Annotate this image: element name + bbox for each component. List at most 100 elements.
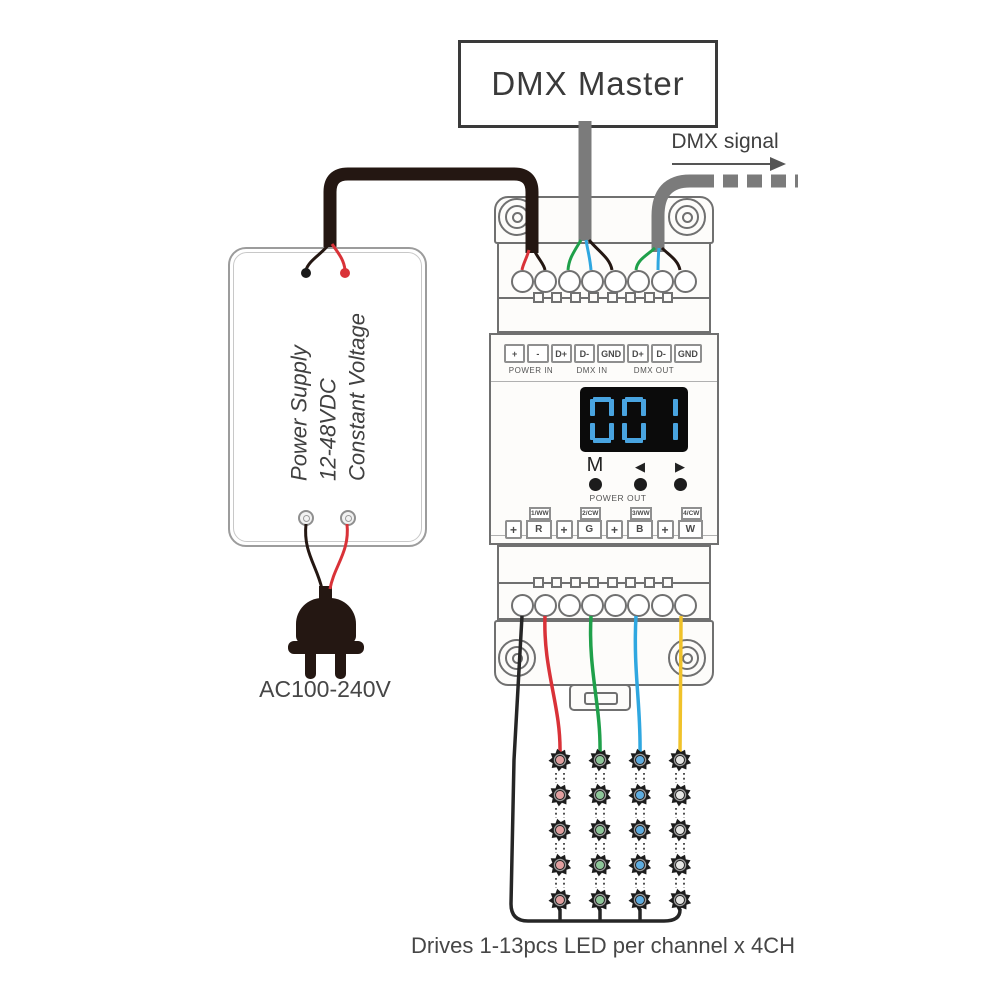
terminal-screw-port <box>643 577 655 588</box>
terminal-hole <box>604 270 628 293</box>
led-star-channel-B <box>628 748 652 772</box>
din-rail-clip <box>569 684 631 711</box>
led-star-channel-R <box>548 748 572 772</box>
terminal-hole <box>511 270 534 293</box>
led-star-channel-R <box>548 853 572 877</box>
channel-letter-label: B <box>627 520 653 539</box>
terminal-hole <box>534 594 558 617</box>
terminal-rail-line <box>499 297 709 299</box>
terminal-hole <box>580 594 604 617</box>
ac-plug-prong <box>305 653 316 679</box>
display-digit <box>622 396 646 443</box>
terminal-screw-port <box>551 292 563 303</box>
terminal-hole <box>557 270 581 293</box>
terminal-screw-port <box>625 292 637 303</box>
input-terminal-label-gnd: GND <box>597 344 626 363</box>
power-out-label: POWER OUT <box>589 493 647 503</box>
led-star-channel-R <box>548 818 572 842</box>
terminal-screw-port <box>551 577 563 588</box>
led-star-channel-B <box>628 783 652 807</box>
channel-letter-label: W <box>677 520 703 539</box>
terminal-hole <box>604 594 628 617</box>
ac-plug-flange <box>288 641 364 654</box>
input-terminal-label--: - <box>527 344 549 363</box>
terminal-screw-port <box>661 292 673 303</box>
terminal-hole <box>557 594 581 617</box>
decrement-button-dot <box>633 478 647 491</box>
decoder-input-terminal-block <box>497 242 711 333</box>
led-strings <box>548 748 692 912</box>
led-star-channel-W <box>668 783 692 807</box>
group-label-power-in: POWER IN <box>508 366 554 375</box>
mounting-screw-hole <box>668 198 706 236</box>
led-star-channel-W <box>668 853 692 877</box>
input-terminal-label-d-: D- <box>573 344 596 363</box>
terminal-hole <box>511 594 534 617</box>
terminal-hole <box>650 594 674 617</box>
led-star-channel-W <box>668 888 692 912</box>
terminal-hole <box>650 270 674 293</box>
group-label-dmx-in: DMX IN <box>576 366 608 375</box>
terminal-screw-port <box>625 577 637 588</box>
led-star-channel-B <box>628 888 652 912</box>
ac-plug-body <box>296 598 356 644</box>
output-plus-terminal: + <box>606 520 624 539</box>
terminal-screw-port <box>661 577 673 588</box>
terminal-hole <box>627 270 651 293</box>
group-label-dmx-out: DMX OUT <box>633 366 675 375</box>
address-display <box>580 387 688 452</box>
terminal-hole <box>673 270 697 293</box>
input-terminal-label-+: + <box>504 344 526 363</box>
dmx-master-box: DMX Master <box>458 40 718 128</box>
din-rail-clip-tab <box>584 692 618 705</box>
dmx-signal-label: DMX signal <box>671 130 779 153</box>
mode-button-label: M <box>586 454 604 476</box>
drive-capacity-note: Drives 1-13pcs LED per channel x 4CH <box>411 933 795 958</box>
section-divider <box>491 381 717 382</box>
decoder-output-terminal-block <box>497 545 711 620</box>
mounting-screw-hole <box>498 198 536 236</box>
psu-ac-screw-terminal <box>340 510 356 526</box>
psu-dc-terminal-negative <box>301 268 311 278</box>
display-digit <box>590 396 614 443</box>
led-star-channel-W <box>668 748 692 772</box>
terminal-screw-port <box>569 577 581 588</box>
input-terminal-label-gnd: GND <box>673 344 702 363</box>
terminal-screw-port <box>533 292 544 303</box>
increment-button: ▶ <box>665 459 695 491</box>
terminal-hole <box>627 594 651 617</box>
led-star-channel-B <box>628 818 652 842</box>
led-star-channel-G <box>588 853 612 877</box>
output-plus-terminal: + <box>505 520 523 539</box>
right-arrow-icon: ▶ <box>675 459 685 474</box>
terminal-hole <box>580 270 604 293</box>
channel-tab-label: 4/CW <box>680 507 702 520</box>
led-star-channel-G <box>588 888 612 912</box>
channel-letter-label: R <box>526 520 552 539</box>
dmx-signal-arrow-head <box>770 157 786 171</box>
mounting-screw-hole <box>668 639 706 677</box>
input-terminal-label-d-: D- <box>650 344 672 363</box>
ac-plug-prong <box>335 653 346 679</box>
input-terminal-label-d+: D+ <box>550 344 572 363</box>
output-plus-terminal: + <box>656 520 674 539</box>
channel-tab-label: 2/CW <box>579 507 601 520</box>
terminal-screw-port <box>533 577 544 588</box>
psu-dc-terminal-positive <box>340 268 350 278</box>
channel-tab-label: 1/WW <box>529 507 551 520</box>
return-wire-stubs <box>558 909 642 921</box>
ac-voltage-label: AC100-240V <box>259 676 391 702</box>
led-star-channel-B <box>628 853 652 877</box>
increment-button-dot <box>673 478 687 491</box>
input-terminal-label-d+: D+ <box>627 344 649 363</box>
terminal-screw-port <box>606 577 618 588</box>
channel-letter-label: G <box>576 520 602 539</box>
display-digit <box>654 397 678 443</box>
dmx-master-label: DMX Master <box>491 65 685 102</box>
